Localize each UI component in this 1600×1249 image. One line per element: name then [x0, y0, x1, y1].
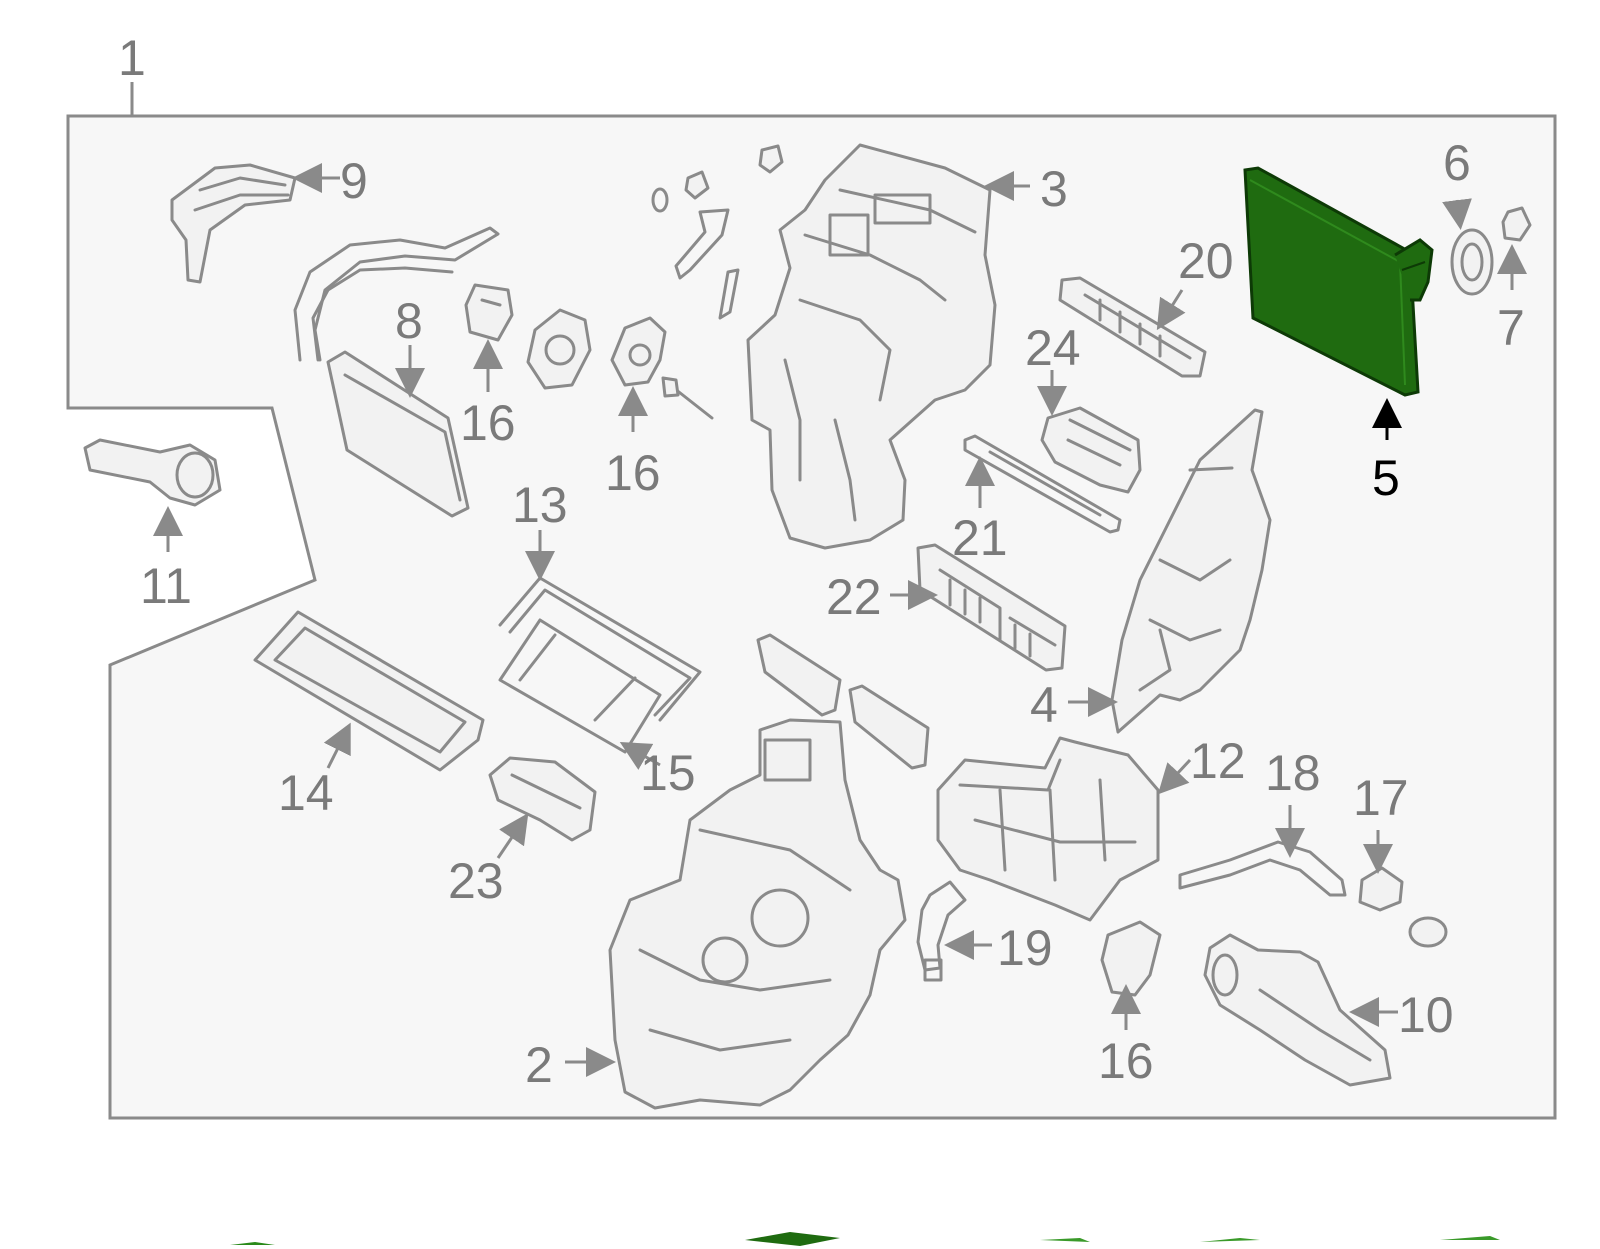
part-blend-door-gear[interactable] [526, 308, 592, 390]
part-7-valve[interactable] [1501, 206, 1532, 242]
callout-4: 4 [1030, 677, 1058, 733]
part-9-bracket[interactable] [170, 163, 297, 284]
part-13-seal[interactable] [498, 576, 702, 722]
callout-16a: 16 [460, 395, 516, 451]
part-22-grille[interactable] [916, 543, 1067, 672]
callout-11: 11 [140, 558, 192, 614]
callout-12: 12 [1190, 733, 1246, 789]
part-6-seal[interactable] [1450, 228, 1494, 296]
callout-16b: 16 [605, 445, 661, 501]
bottom-marks [230, 1232, 1500, 1246]
callout-1: 1 [118, 30, 146, 86]
part-16c-actuator[interactable] [1100, 920, 1162, 997]
callout-24: 24 [1025, 320, 1081, 376]
callout-8: 8 [395, 293, 423, 349]
callout-22: 22 [826, 569, 882, 625]
part-11-duct[interactable] [83, 438, 222, 507]
callout-10: 10 [1398, 987, 1454, 1043]
part-19-drain-hose[interactable] [916, 880, 967, 982]
callout-19: 19 [997, 920, 1053, 976]
callout-6: 6 [1443, 135, 1471, 191]
part-12-housing[interactable] [936, 736, 1160, 922]
callout-13: 13 [512, 477, 568, 533]
part-20-grille[interactable] [1058, 276, 1207, 378]
part-18-hose[interactable] [1178, 840, 1347, 897]
callout-9: 9 [340, 153, 368, 209]
callout-20: 20 [1178, 233, 1234, 289]
callout-15: 15 [640, 745, 696, 801]
callout-16c: 16 [1098, 1033, 1154, 1089]
callout-14: 14 [278, 765, 334, 821]
part-cap[interactable] [1408, 916, 1448, 948]
part-15-seal-set[interactable] [498, 618, 662, 754]
callout-7: 7 [1497, 300, 1525, 356]
part-14-filter[interactable] [253, 610, 485, 772]
part-5-evaporator[interactable] [1243, 166, 1434, 397]
part-small-grilles[interactable] [756, 633, 930, 770]
part-10-duct[interactable] [1203, 933, 1392, 1087]
part-8-heater-core[interactable] [293, 226, 500, 518]
callout-21: 21 [952, 510, 1008, 566]
part-small-clips[interactable] [651, 144, 784, 320]
callout-17: 17 [1353, 770, 1409, 826]
part-24-actuator[interactable] [1040, 406, 1142, 494]
callout-23: 23 [448, 853, 504, 909]
part-23-actuator[interactable] [488, 756, 597, 842]
part-21-link[interactable] [963, 434, 1122, 534]
callout-2: 2 [525, 1037, 553, 1093]
part-4-side-panel[interactable] [1110, 408, 1272, 734]
callout-18: 18 [1265, 745, 1321, 801]
part-16b-actuator[interactable] [610, 316, 714, 420]
part-2-lower-case[interactable] [608, 718, 907, 1110]
callout-5: 5 [1372, 450, 1400, 506]
callout-3: 3 [1040, 161, 1068, 217]
part-3-upper-case[interactable] [746, 143, 997, 550]
